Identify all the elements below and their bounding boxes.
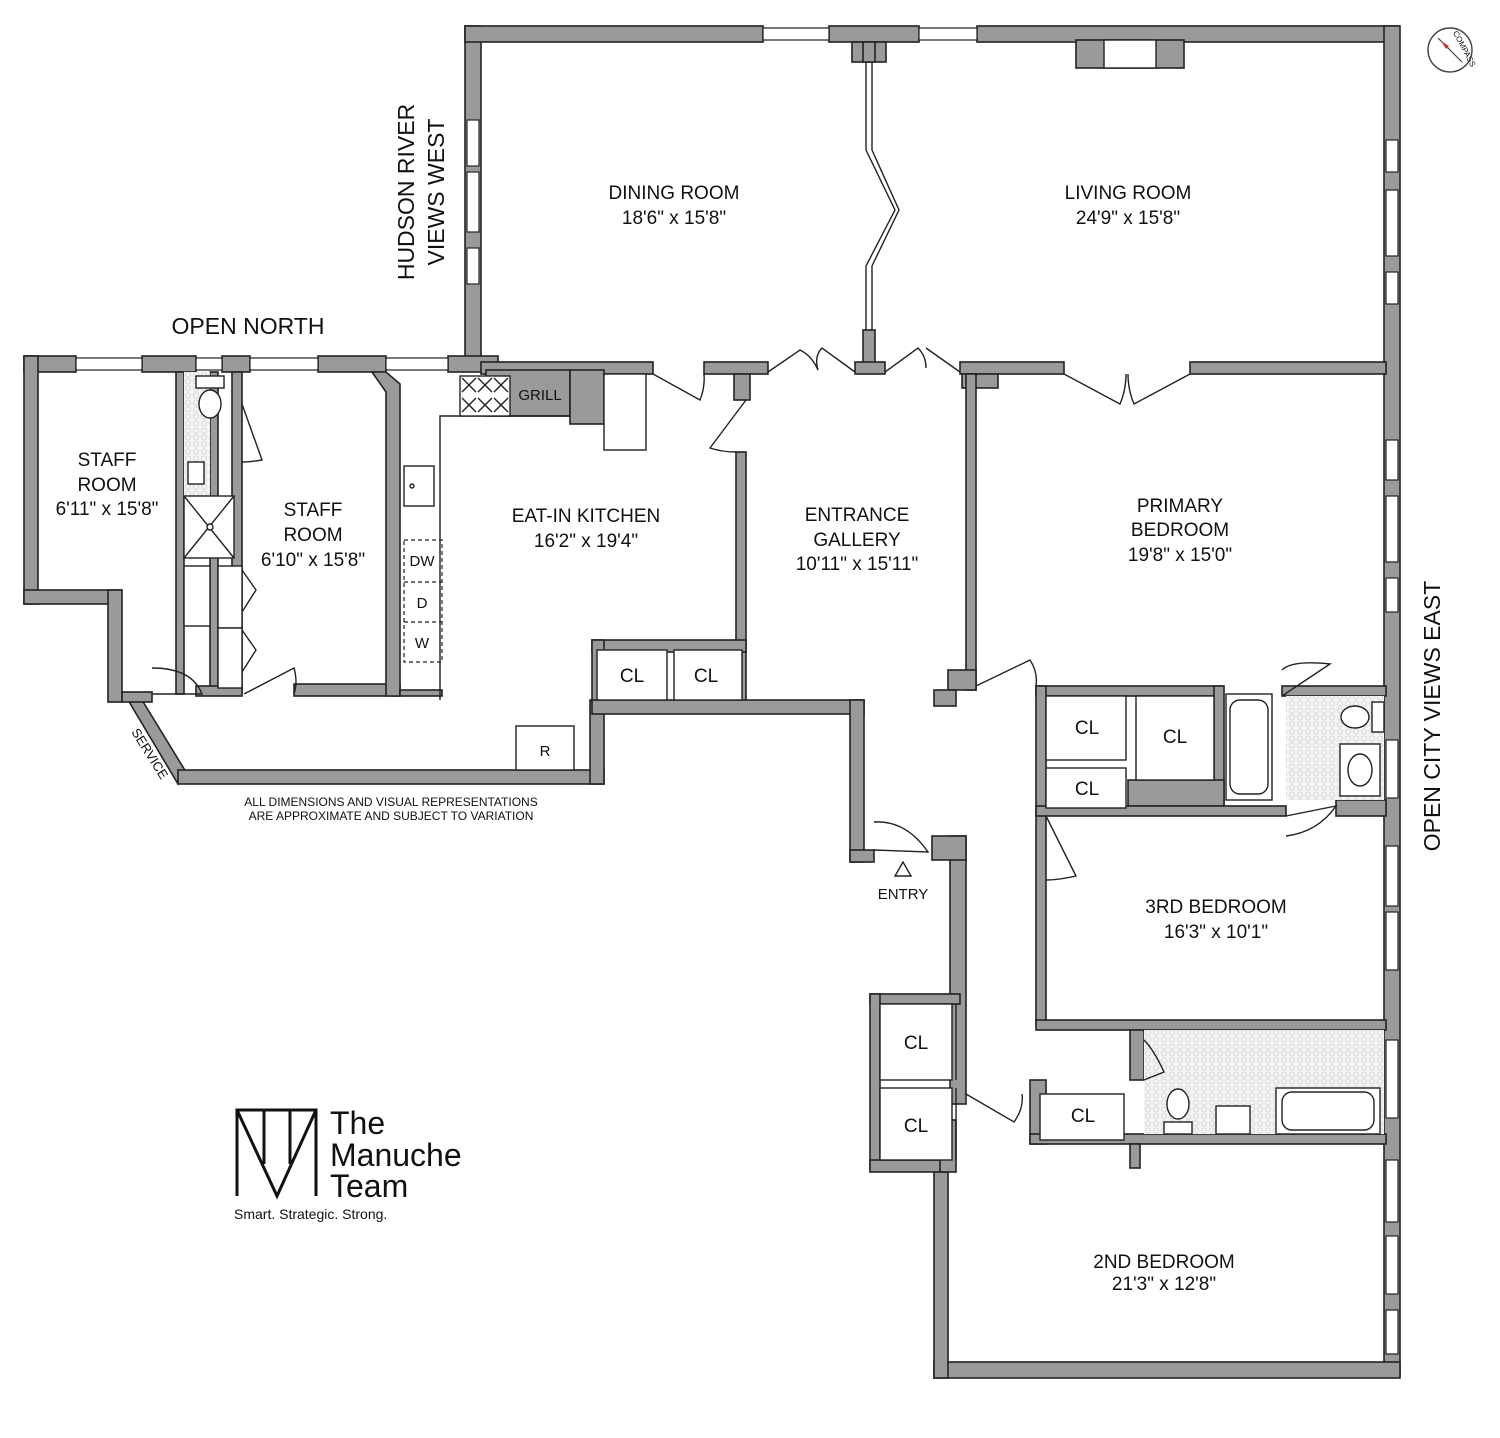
- closet-label: CL: [1071, 1106, 1095, 1127]
- staff-room-2-name2: ROOM: [283, 525, 342, 546]
- closet-label: CL: [904, 1033, 928, 1054]
- entry-label: ENTRY: [878, 886, 929, 903]
- compass-icon: [1427, 27, 1473, 73]
- staff-room-1-name: STAFF: [78, 450, 137, 471]
- gallery-name: ENTRANCE: [805, 505, 910, 526]
- views-east-label: OPEN CITY VIEWS EAST: [1419, 581, 1445, 852]
- primary-bedroom-name: PRIMARY: [1137, 496, 1224, 517]
- closet-label: CL: [1075, 779, 1099, 800]
- brand-logo: [235, 1108, 318, 1200]
- second-bedroom-name: 2ND BEDROOM: [1093, 1252, 1234, 1273]
- gallery-dims: 10'11" x 15'11": [796, 554, 919, 575]
- closet-label: CL: [694, 666, 718, 687]
- disclaimer-line2: ARE APPROXIMATE AND SUBJECT TO VARIATION: [249, 809, 534, 823]
- grill-label: GRILL: [518, 387, 561, 404]
- closet-label: CL: [904, 1116, 928, 1137]
- closet-label: CL: [1163, 727, 1187, 748]
- staff-room-2-name: STAFF: [284, 500, 343, 521]
- bathrooms: [183, 372, 1385, 1135]
- third-bedroom-name: 3RD BEDROOM: [1145, 897, 1286, 918]
- kitchen-name: EAT-IN KITCHEN: [512, 506, 661, 527]
- closet-label: CL: [620, 666, 644, 687]
- primary-bedroom-name2: BEDROOM: [1131, 520, 1229, 541]
- logo-word-manuche: Manuche: [330, 1137, 462, 1173]
- views-west-line1: HUDSON RIVER: [393, 104, 419, 280]
- staff-room-1-dims: 6'11" x 15'8": [56, 499, 159, 520]
- dishwasher-label: DW: [410, 553, 436, 570]
- windows: [75, 27, 1399, 1355]
- logo-tagline: Smart. Strategic. Strong.: [234, 1206, 387, 1222]
- open-north-label: OPEN NORTH: [172, 313, 325, 339]
- closet-labels: CL CL CL CL CL CL CL CL: [620, 666, 1187, 1137]
- staff-room-2-dims: 6'10" x 15'8": [261, 550, 365, 571]
- closets: [596, 649, 1215, 1161]
- logo-word-team: Team: [330, 1168, 408, 1204]
- gallery-name2: GALLERY: [813, 530, 901, 551]
- third-bedroom-dims: 16'3" x 10'1": [1164, 922, 1268, 943]
- entry-arrow-icon: [893, 860, 913, 877]
- dining-room-dims: 18'6" x 15'8": [622, 208, 726, 229]
- kitchen-dims: 16'2" x 19'4": [534, 531, 638, 552]
- living-room-dims: 24'9" x 15'8": [1076, 208, 1180, 229]
- staff-room-1-name2: ROOM: [77, 475, 136, 496]
- logo-word-the: The: [330, 1105, 385, 1141]
- refrigerator-label: R: [540, 743, 551, 760]
- disclaimer-line1: ALL DIMENSIONS AND VISUAL REPRESENTATION…: [244, 795, 537, 809]
- dining-room-name: DINING ROOM: [609, 183, 740, 204]
- interior-walls: [121, 41, 1387, 1173]
- dryer-label: D: [417, 595, 428, 612]
- kitchen-fixtures: [183, 373, 647, 771]
- washer-label: W: [415, 635, 430, 652]
- views-west-line2: VIEWS WEST: [423, 119, 449, 266]
- second-bedroom-dims: 21'3" x 12'8": [1112, 1274, 1216, 1295]
- appliance-labels: GRILL DW D W R: [410, 387, 562, 760]
- primary-bedroom-dims: 19'8" x 15'0": [1128, 545, 1232, 566]
- doors: [151, 62, 1338, 1160]
- room-labels: DINING ROOM 18'6" x 15'8" LIVING ROOM 24…: [56, 183, 1287, 1295]
- living-room-name: LIVING ROOM: [1065, 183, 1192, 204]
- closet-label: CL: [1075, 718, 1099, 739]
